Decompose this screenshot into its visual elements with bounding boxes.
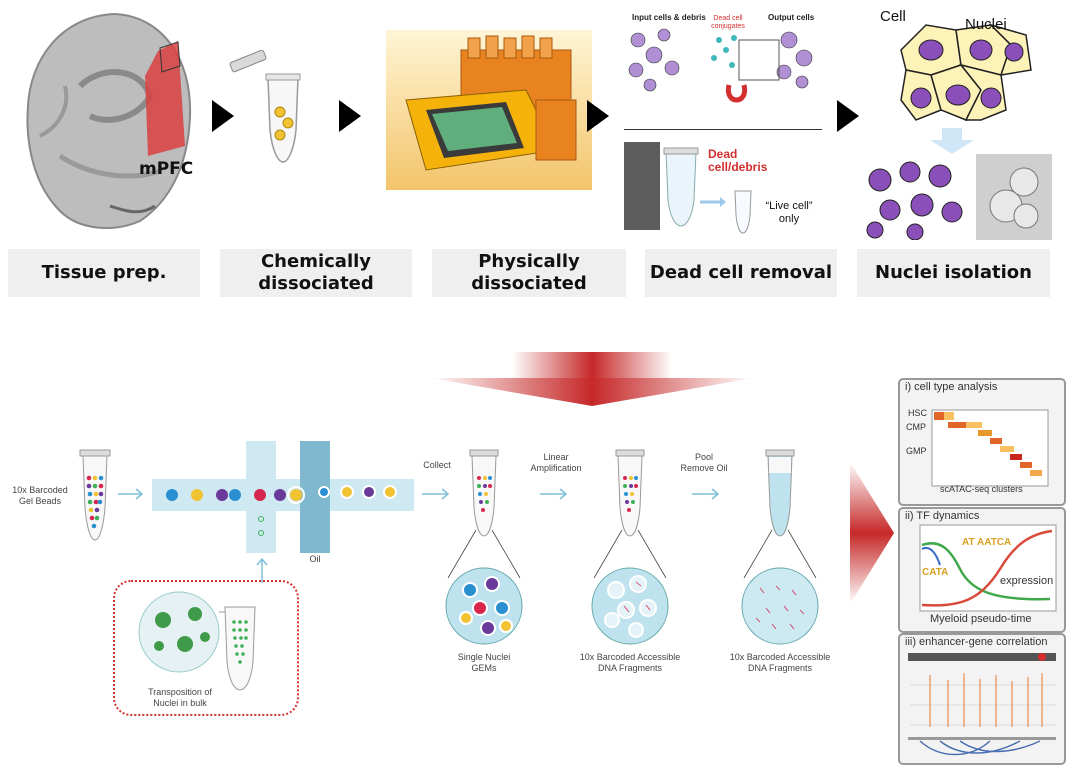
x-axis-label: scATAC-seq clusters	[940, 484, 1023, 494]
dissociator-device-image	[386, 30, 592, 190]
linear-amp-label: Linear Amplification	[530, 452, 582, 473]
microfluidic-chip	[152, 441, 414, 553]
conjugates-header: Dead cell conjugates	[711, 15, 745, 30]
motif-2: CATA	[922, 567, 949, 578]
tube-image	[228, 49, 308, 170]
gems-label: Single Nuclei GEMs	[457, 652, 511, 673]
panel-title: i) cell type analysis	[905, 381, 998, 393]
arrow-right-icon	[212, 100, 234, 132]
panel-enhancer-gene: iii) enhancer-gene correlation	[898, 633, 1066, 765]
collect-label: Collect	[423, 460, 451, 470]
down-arrow-icon	[430, 352, 754, 406]
arrow-down-icon	[930, 128, 974, 154]
motif-1: AT AATCA	[962, 537, 1012, 548]
fragments-label-1: 10x Barcoded Accessible DNA Fragments	[579, 652, 681, 673]
arrow-right-icon	[587, 100, 609, 132]
gems-tube	[440, 448, 528, 648]
dead-cell-label: Dead cell/debris	[708, 147, 768, 174]
step-chemically-dissociated: Chemically dissociated	[220, 249, 412, 297]
cells-nuclei-image	[896, 20, 1036, 130]
arrow-up-icon	[256, 557, 268, 583]
row-label-hsc: HSC	[908, 408, 928, 418]
x-axis-label: Myeloid pseudo-time	[930, 613, 1032, 625]
fragments-label-2: 10x Barcoded Accessible DNA Fragments	[729, 652, 831, 673]
isolated-nuclei-image	[860, 150, 970, 241]
cell-label: Cell	[880, 8, 906, 25]
transposition-box	[113, 580, 299, 716]
arrow-right-icon	[422, 487, 450, 500]
panel-cell-type: i) cell type analysis HSC CMP GMP scATAC…	[898, 378, 1066, 506]
microscopy-image	[976, 154, 1052, 240]
input-cells-header: Input cells & debris	[632, 13, 706, 22]
row-label-cmp: CMP	[906, 422, 926, 432]
mpfc-label: mPFC	[139, 159, 194, 179]
arrow-right-icon	[837, 100, 859, 132]
live-cell-tube-image	[733, 185, 753, 235]
gel-bead-tube	[78, 448, 112, 544]
arrow-right-icon	[700, 194, 726, 207]
expression-label: expression	[1000, 575, 1054, 587]
arrow-right-icon	[540, 487, 568, 500]
fragments-tube-2	[736, 448, 824, 648]
tube-photo	[624, 142, 660, 230]
step-tissue-prep: Tissue prep.	[8, 249, 200, 297]
right-arrow-icon	[850, 462, 894, 604]
step-physically-dissociated: Physically dissociated	[432, 249, 626, 297]
panel-title: ii) TF dynamics	[905, 510, 980, 522]
pool-label: Pool Remove Oil	[680, 452, 728, 473]
output-cells-header: Output cells	[768, 13, 815, 22]
dead-cell-tube-image	[656, 140, 706, 230]
tissue-image	[20, 6, 200, 234]
oil-label: Oil	[309, 554, 321, 564]
magnetic-separation-image	[624, 10, 822, 130]
row-label-gmp: GMP	[906, 446, 927, 456]
step-nuclei-isolation: Nuclei isolation	[857, 249, 1050, 297]
arrow-right-icon	[692, 487, 720, 500]
transposition-label: Transposition of Nuclei in bulk	[148, 687, 212, 708]
step-dead-cell-removal: Dead cell removal	[645, 249, 837, 297]
panel-tf-dynamics: ii) TF dynamics AT AATCA CATA expression…	[898, 507, 1066, 633]
nuclei-label: Nuclei	[965, 16, 1007, 33]
gel-beads-label: 10x Barcoded Gel Beads	[12, 485, 68, 506]
arrow-right-icon	[118, 487, 144, 500]
divider-line	[624, 129, 822, 130]
panel-title: iii) enhancer-gene correlation	[905, 636, 1048, 648]
live-cell-label: “Live cell” only	[765, 200, 813, 225]
fragments-tube-1	[586, 448, 674, 648]
arrow-right-icon	[339, 100, 361, 132]
